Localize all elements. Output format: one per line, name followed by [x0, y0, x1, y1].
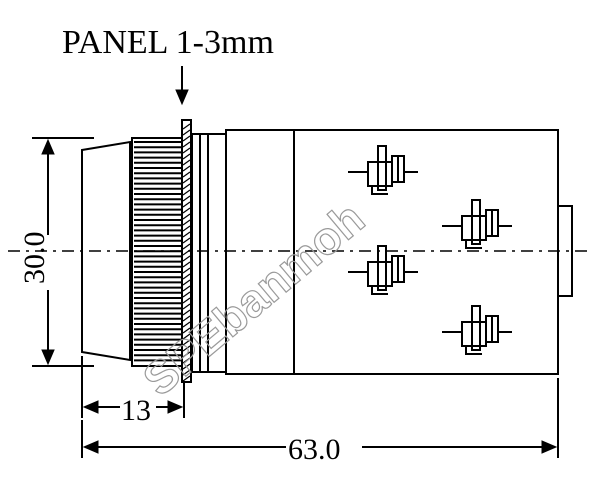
terminal — [348, 145, 418, 195]
front-bezel — [81, 140, 131, 362]
threaded-ring — [131, 137, 185, 367]
panel-arrow — [175, 66, 189, 106]
rear-cap — [557, 205, 573, 297]
terminal — [442, 305, 512, 355]
length-dimension — [81, 378, 559, 458]
thread-lines — [134, 141, 182, 362]
contact-terminals — [348, 145, 512, 355]
rear-collar — [191, 133, 227, 373]
height-dimension — [32, 137, 94, 367]
depth-label: 13 — [121, 394, 151, 427]
depth-dimension — [81, 356, 185, 418]
terminal — [348, 245, 418, 295]
length-label: 63.0 — [288, 433, 341, 466]
terminal — [442, 199, 512, 249]
height-label: 30.0 — [18, 232, 51, 285]
panel-thickness-label: PANEL 1-3mm — [62, 24, 274, 61]
